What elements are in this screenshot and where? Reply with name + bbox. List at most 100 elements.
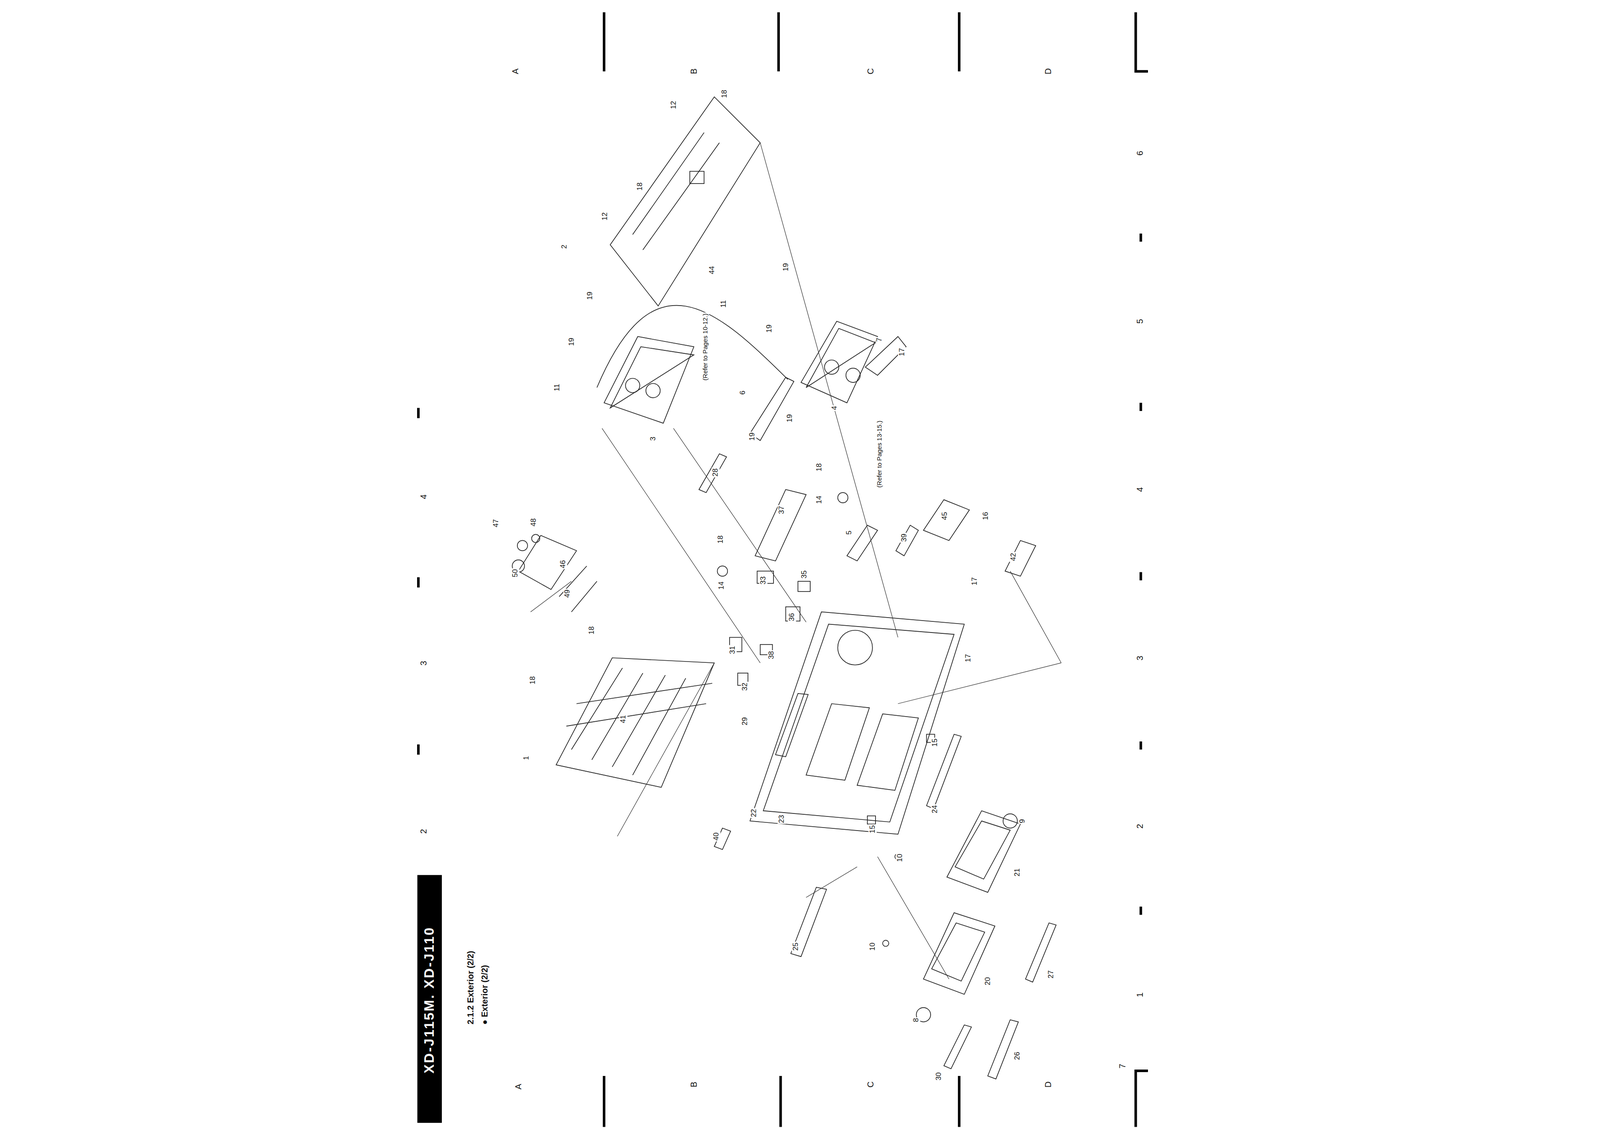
grid-number: 4: [1135, 486, 1145, 494]
callout-number: 46: [559, 559, 568, 570]
grid-letter: B: [689, 67, 699, 76]
part-outline: [517, 540, 528, 551]
grid-number: 7: [1117, 1062, 1128, 1070]
part-outline: [1004, 540, 1036, 577]
callout-number: 12: [601, 211, 610, 222]
callout-number: 19: [781, 262, 790, 273]
part-outline: [632, 132, 720, 251]
part-outline: [805, 328, 876, 388]
part-outline: [797, 581, 811, 592]
callout-number: 49: [563, 589, 572, 599]
callout-number: 2: [560, 244, 569, 250]
part-outline: [865, 336, 907, 376]
callout-number: 6: [738, 390, 748, 396]
part-outline: [987, 1020, 1019, 1080]
callout-number: 17: [970, 576, 979, 587]
callout-number: 18: [635, 181, 644, 192]
callout-number: 35: [800, 569, 809, 580]
part-outline: [837, 492, 848, 503]
callout-number: 18: [716, 534, 725, 545]
callout-number: 33: [759, 575, 768, 586]
callout-number: 27: [1047, 969, 1056, 980]
callout-number: 21: [1013, 867, 1022, 878]
callout-number: 9: [1018, 818, 1027, 824]
part-outline: [882, 940, 889, 947]
frame-marks: [604, 12, 1148, 1128]
grid-number: 1: [1135, 991, 1145, 999]
callout-number: 10: [868, 942, 877, 952]
callout-number: 31: [728, 645, 737, 655]
part-outline: [689, 171, 704, 184]
callout-number: 47: [491, 518, 500, 529]
part-outline: [931, 923, 985, 982]
callout-number: 18: [815, 462, 824, 473]
callout-number: 12: [669, 100, 678, 111]
grid-number: 2: [418, 828, 429, 836]
callout-number: 1: [522, 755, 531, 761]
part-outline: [775, 693, 809, 757]
grid-letter: D: [1043, 67, 1053, 76]
part-outline: [926, 734, 961, 809]
part-outline: [954, 821, 1011, 880]
part-outline: [559, 566, 597, 613]
part-outline: [531, 534, 540, 543]
title-band: [417, 875, 442, 1124]
grid-letter: C: [865, 67, 876, 76]
assembly-line: [530, 143, 1062, 980]
callout-number: 19: [747, 432, 757, 442]
part-outline: [750, 377, 795, 441]
assembly-line: [530, 143, 1062, 980]
grid-number: 5: [1135, 318, 1145, 325]
reference-note: (Refer to Pages 13-15.): [875, 419, 884, 489]
part-outline: [610, 96, 760, 307]
part-outline: [717, 566, 728, 577]
part-outline: [566, 668, 713, 776]
callout-number: 38: [767, 650, 776, 660]
callout-number: 50: [511, 568, 520, 579]
callout-number: 7: [875, 336, 884, 343]
model-title: XD-J115M. XD-J110: [422, 926, 438, 1074]
callout-number: 20: [983, 976, 992, 987]
part-outline: [867, 816, 876, 825]
part-outline: [1025, 923, 1057, 983]
grid-letter: A: [513, 1083, 523, 1091]
section-heading: 2.1.2 Exterior (2/2): [465, 950, 476, 1026]
callout-number: 41: [619, 714, 628, 725]
callout-number: 29: [741, 716, 750, 727]
callout-number: 30: [934, 1071, 944, 1082]
grid-letter: C: [865, 1080, 876, 1089]
callout-number: 17: [898, 347, 907, 357]
callout-number: 17: [964, 653, 973, 663]
callout-number: 48: [529, 517, 538, 528]
callout-number: 32: [741, 681, 750, 692]
callout-number: 44: [708, 265, 717, 276]
part-outline: [943, 1024, 972, 1069]
callout-number: 18: [720, 88, 729, 99]
callout-number: 19: [785, 413, 795, 424]
callout-number: 39: [899, 532, 909, 543]
frame-marks: [418, 12, 1148, 1128]
part-outline: [750, 612, 965, 835]
callout-number: 22: [750, 808, 759, 819]
part-outline: [837, 630, 873, 666]
part-outline: [755, 489, 807, 561]
callout-number: 19: [567, 336, 576, 347]
callout-number: 18: [528, 675, 537, 686]
grid-number: 4: [418, 493, 429, 501]
callout-number: 3: [648, 435, 657, 442]
callout-number: 8: [912, 1017, 921, 1024]
callout-number: 14: [815, 495, 824, 506]
grid-letter: A: [510, 67, 520, 76]
part-outline: [790, 887, 827, 957]
part-outline: [857, 714, 919, 791]
callout-number: 36: [788, 612, 797, 623]
callout-number: 23: [777, 814, 786, 825]
part-outline: [625, 378, 640, 393]
callout-number: 18: [587, 625, 596, 636]
callout-number: 28: [711, 467, 720, 478]
part-outline: [610, 346, 694, 408]
callout-number: 14: [717, 581, 726, 591]
title-band: [417, 875, 442, 1124]
